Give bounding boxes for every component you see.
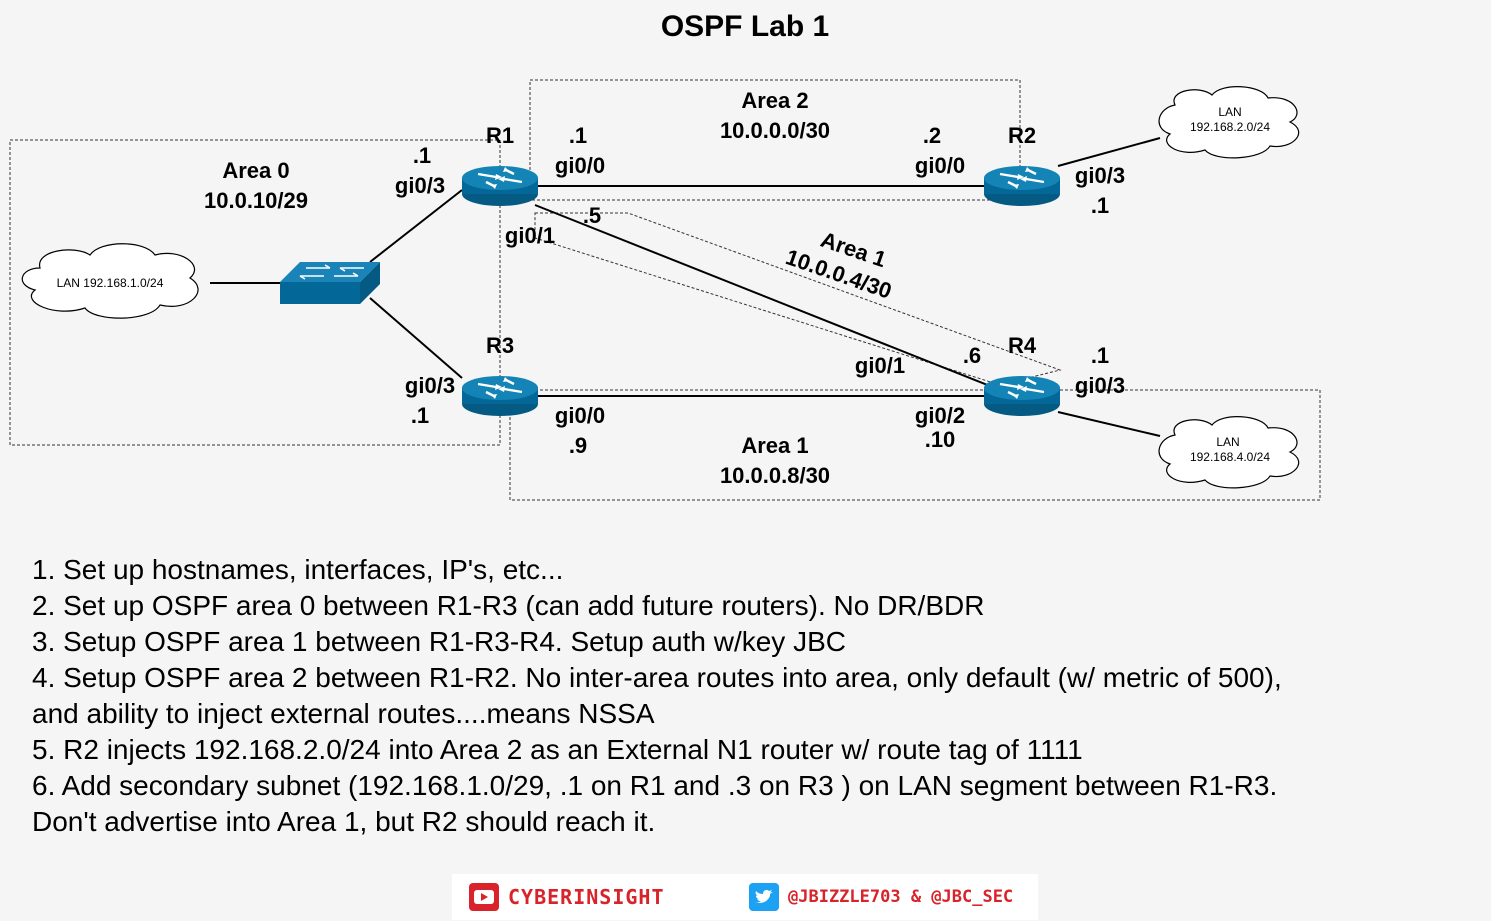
area1b-name: Area 1 [741, 433, 808, 458]
page-title: OSPF Lab 1 [661, 10, 829, 43]
link-r2-lan2 [1057, 137, 1161, 167]
cloud-lan1-icon: LAN 192.168.1.0/24 [21, 243, 199, 319]
link-r4-lan4 [1057, 411, 1161, 437]
router-r2-icon [982, 164, 1062, 208]
twitter-link[interactable]: @JBIZZLE703 & @JBC_SEC [748, 880, 1013, 914]
footer-banner: CYBERINSIGHT @JBIZZLE703 & @JBC_SEC [452, 874, 1038, 920]
twitter-handles: @JBIZZLE703 & @JBC_SEC [788, 887, 1014, 907]
youtube-link[interactable]: CYBERINSIGHT [468, 880, 665, 914]
r4-left-ip: .10 [925, 427, 956, 452]
r3-right-ip: .9 [569, 433, 587, 458]
router-r3-icon [460, 374, 540, 418]
area0-box [9, 139, 501, 446]
router-r2-name: R2 [1008, 123, 1036, 148]
area1-bottom-box [509, 389, 1321, 501]
r1-left-ip: .1 [413, 143, 431, 168]
r2-lan-ip: .1 [1091, 193, 1109, 218]
router-r1-name: R1 [486, 123, 514, 148]
link-switch-r1 [369, 189, 463, 263]
link-switch-r3 [369, 297, 463, 379]
area2-subnet: 10.0.0.0/30 [720, 118, 830, 143]
lan1-label: LAN 192.168.1.0/24 [57, 276, 164, 290]
r1-right-ip: .1 [569, 123, 587, 148]
area1-diag-box [534, 212, 1062, 386]
task-line: Don't advertise into Area 1, but R2 shou… [32, 806, 656, 837]
r2-left-if: gi0/0 [915, 153, 965, 178]
network-diagram: OSPF Lab 1 LAN 192.168.1.0/24 LAN 192.16… [9, 10, 1321, 501]
area0-name: Area 0 [222, 158, 289, 183]
youtube-icon [469, 883, 499, 911]
task-line: 4. Setup OSPF area 2 between R1-R2. No i… [32, 662, 1282, 693]
area2-box [529, 79, 1021, 201]
r4-left-if: gi0/2 [915, 403, 965, 428]
cloud-lan2-icon: LAN 192.168.2.0/24 [1158, 86, 1300, 159]
task-list: 1. Set up hostnames, interfaces, IP's, e… [32, 552, 1452, 840]
router-r1-icon [460, 164, 540, 208]
r4-diag-if: gi0/1 [855, 353, 905, 378]
r2-left-ip: .2 [923, 123, 941, 148]
router-r3-name: R3 [486, 333, 514, 358]
cloud-lan4-icon: LAN 192.168.4.0/24 [1158, 416, 1300, 489]
twitter-icon [749, 883, 779, 911]
brand-name: CYBERINSIGHT [508, 885, 665, 909]
r3-left-if: gi0/3 [405, 373, 455, 398]
r2-lan-if: gi0/3 [1075, 163, 1125, 188]
lan4-label-line1: LAN [1216, 435, 1239, 449]
lan2-label-line1: LAN [1218, 105, 1241, 119]
area2-name: Area 2 [741, 88, 808, 113]
task-line: 6. Add secondary subnet (192.168.1.0/29,… [32, 770, 1278, 801]
switch-icon [280, 262, 380, 304]
r4-diag-ip: .6 [963, 343, 981, 368]
r4-lan-ip: .1 [1091, 343, 1109, 368]
r1-diag-ip: .5 [583, 203, 601, 228]
r1-diag-if: gi0/1 [505, 223, 555, 248]
link-r1-r4 [534, 204, 1001, 391]
task-line: and ability to inject external routes...… [32, 698, 655, 729]
area1b-subnet: 10.0.0.8/30 [720, 463, 830, 488]
task-line: 2. Set up OSPF area 0 between R1-R3 (can… [32, 590, 985, 621]
task-line: 3. Setup OSPF area 1 between R1-R3-R4. S… [32, 626, 846, 657]
task-line: 5. R2 injects 192.168.2.0/24 into Area 2… [32, 734, 1083, 765]
r4-lan-if: gi0/3 [1075, 373, 1125, 398]
area0-subnet: 10.0.10/29 [204, 188, 308, 213]
r3-right-if: gi0/0 [555, 403, 605, 428]
task-line: 1. Set up hostnames, interfaces, IP's, e… [32, 554, 564, 585]
r1-left-if: gi0/3 [395, 173, 445, 198]
r1-right-if: gi0/0 [555, 153, 605, 178]
lan4-label-line2: 192.168.4.0/24 [1190, 450, 1270, 464]
r3-left-ip: .1 [411, 403, 429, 428]
lan2-label-line2: 192.168.2.0/24 [1190, 120, 1270, 134]
router-r4-name: R4 [1008, 333, 1037, 358]
router-r4-icon [982, 374, 1062, 418]
